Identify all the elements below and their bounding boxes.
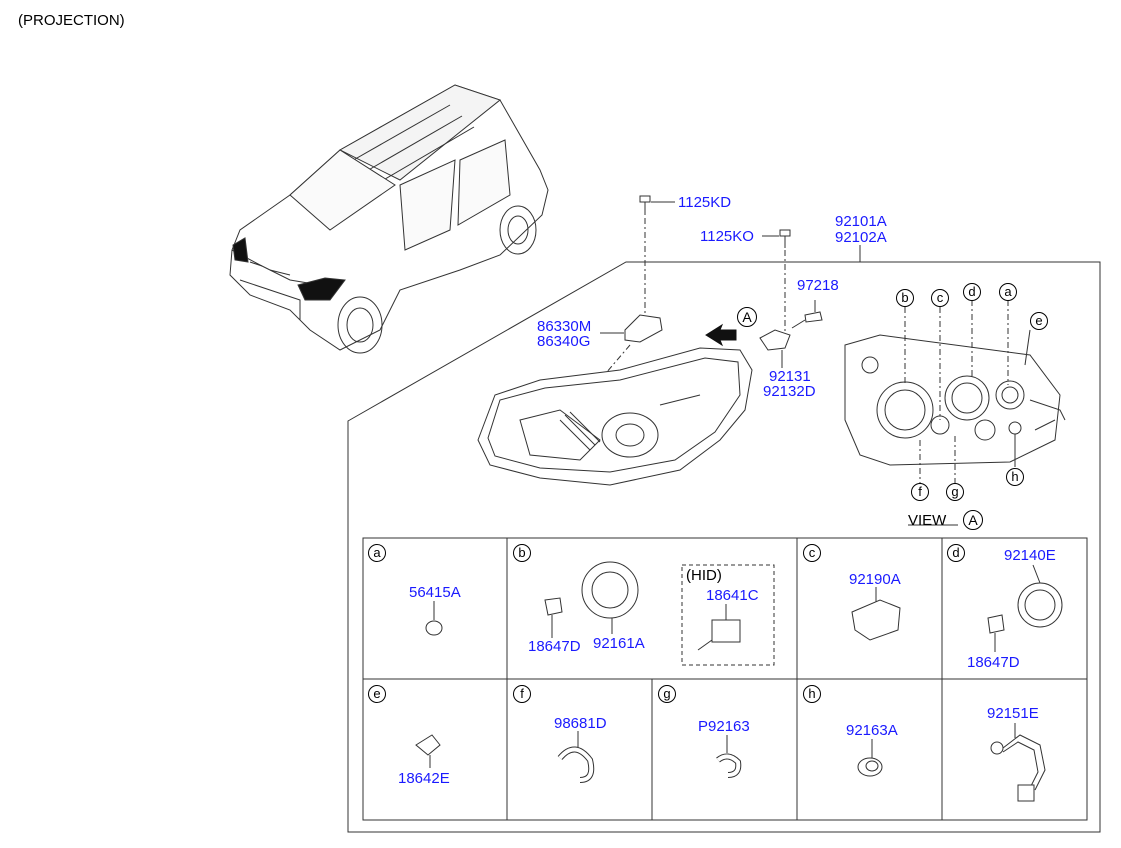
callout-clip-92131: 92131	[769, 368, 811, 385]
callout-assembly-92101a: 92101A	[835, 213, 887, 230]
part-98681d: 98681D	[554, 715, 607, 732]
callout-clip-92132d: 92132D	[763, 383, 816, 400]
part-92163a: 92163A	[846, 722, 898, 739]
part-92140e: 92140E	[1004, 547, 1056, 564]
view-letter-b: b	[896, 289, 914, 307]
grid-part-drawings	[415, 561, 1063, 802]
part-18647d-d: 18647D	[967, 654, 1020, 671]
grid-cell-letter-h: h	[803, 685, 821, 703]
view-letter-e: e	[1030, 312, 1048, 330]
headlamp-front-drawing	[477, 347, 753, 486]
callout-assembly-92102a: 92102A	[835, 229, 887, 246]
view-letter: A	[963, 510, 983, 530]
callout-bolt-1125ko: 1125KO	[700, 228, 754, 245]
grid-cell-letter-d: d	[947, 544, 965, 562]
callout-bolt-1125kd: 1125KD	[678, 194, 732, 211]
bolt-1125kd-drawing	[639, 195, 675, 320]
view-letter-a: a	[999, 283, 1017, 301]
assembly-frame	[347, 261, 1101, 833]
part-18642e: 18642E	[398, 770, 450, 787]
grid-cell-letter-c: c	[803, 544, 821, 562]
grid-cell-letter-e: e	[368, 685, 386, 703]
grid-cell-letter-g: g	[658, 685, 676, 703]
part-92190a: 92190A	[849, 571, 901, 588]
part-p92163: P92163	[698, 718, 750, 735]
part-18647d-b: 18647D	[528, 638, 581, 655]
headlamp-rear-drawing	[844, 334, 1066, 466]
view-letter-f: f	[911, 483, 929, 501]
parts-grid	[362, 537, 1088, 821]
view-letter-d: d	[963, 283, 981, 301]
view-letter-c: c	[931, 289, 949, 307]
bolt-1125ko-drawing	[762, 229, 791, 340]
callout-screw-97218: 97218	[797, 277, 839, 294]
part-92151e: 92151E	[987, 705, 1039, 722]
grid-cell-letter-a: a	[368, 544, 386, 562]
callout-bracket-86340g: 86340G	[537, 333, 591, 350]
grid-cell-letter-f: f	[513, 685, 531, 703]
view-label: VIEW	[908, 512, 947, 529]
part-56415a: 56415A	[409, 584, 461, 601]
vehicle-illustration	[229, 84, 549, 354]
part-92161a: 92161A	[593, 635, 645, 652]
view-letter-g: g	[946, 483, 964, 501]
hid-label: (HID)	[686, 567, 722, 584]
view-arrow-letter: A	[737, 307, 757, 327]
callout-bracket-86330m: 86330M	[537, 318, 592, 335]
part-18641c: 18641C	[706, 587, 759, 604]
page-title: (PROJECTION)	[18, 12, 125, 29]
grid-cell-letter-b: b	[513, 544, 531, 562]
view-letter-h: h	[1006, 468, 1024, 486]
